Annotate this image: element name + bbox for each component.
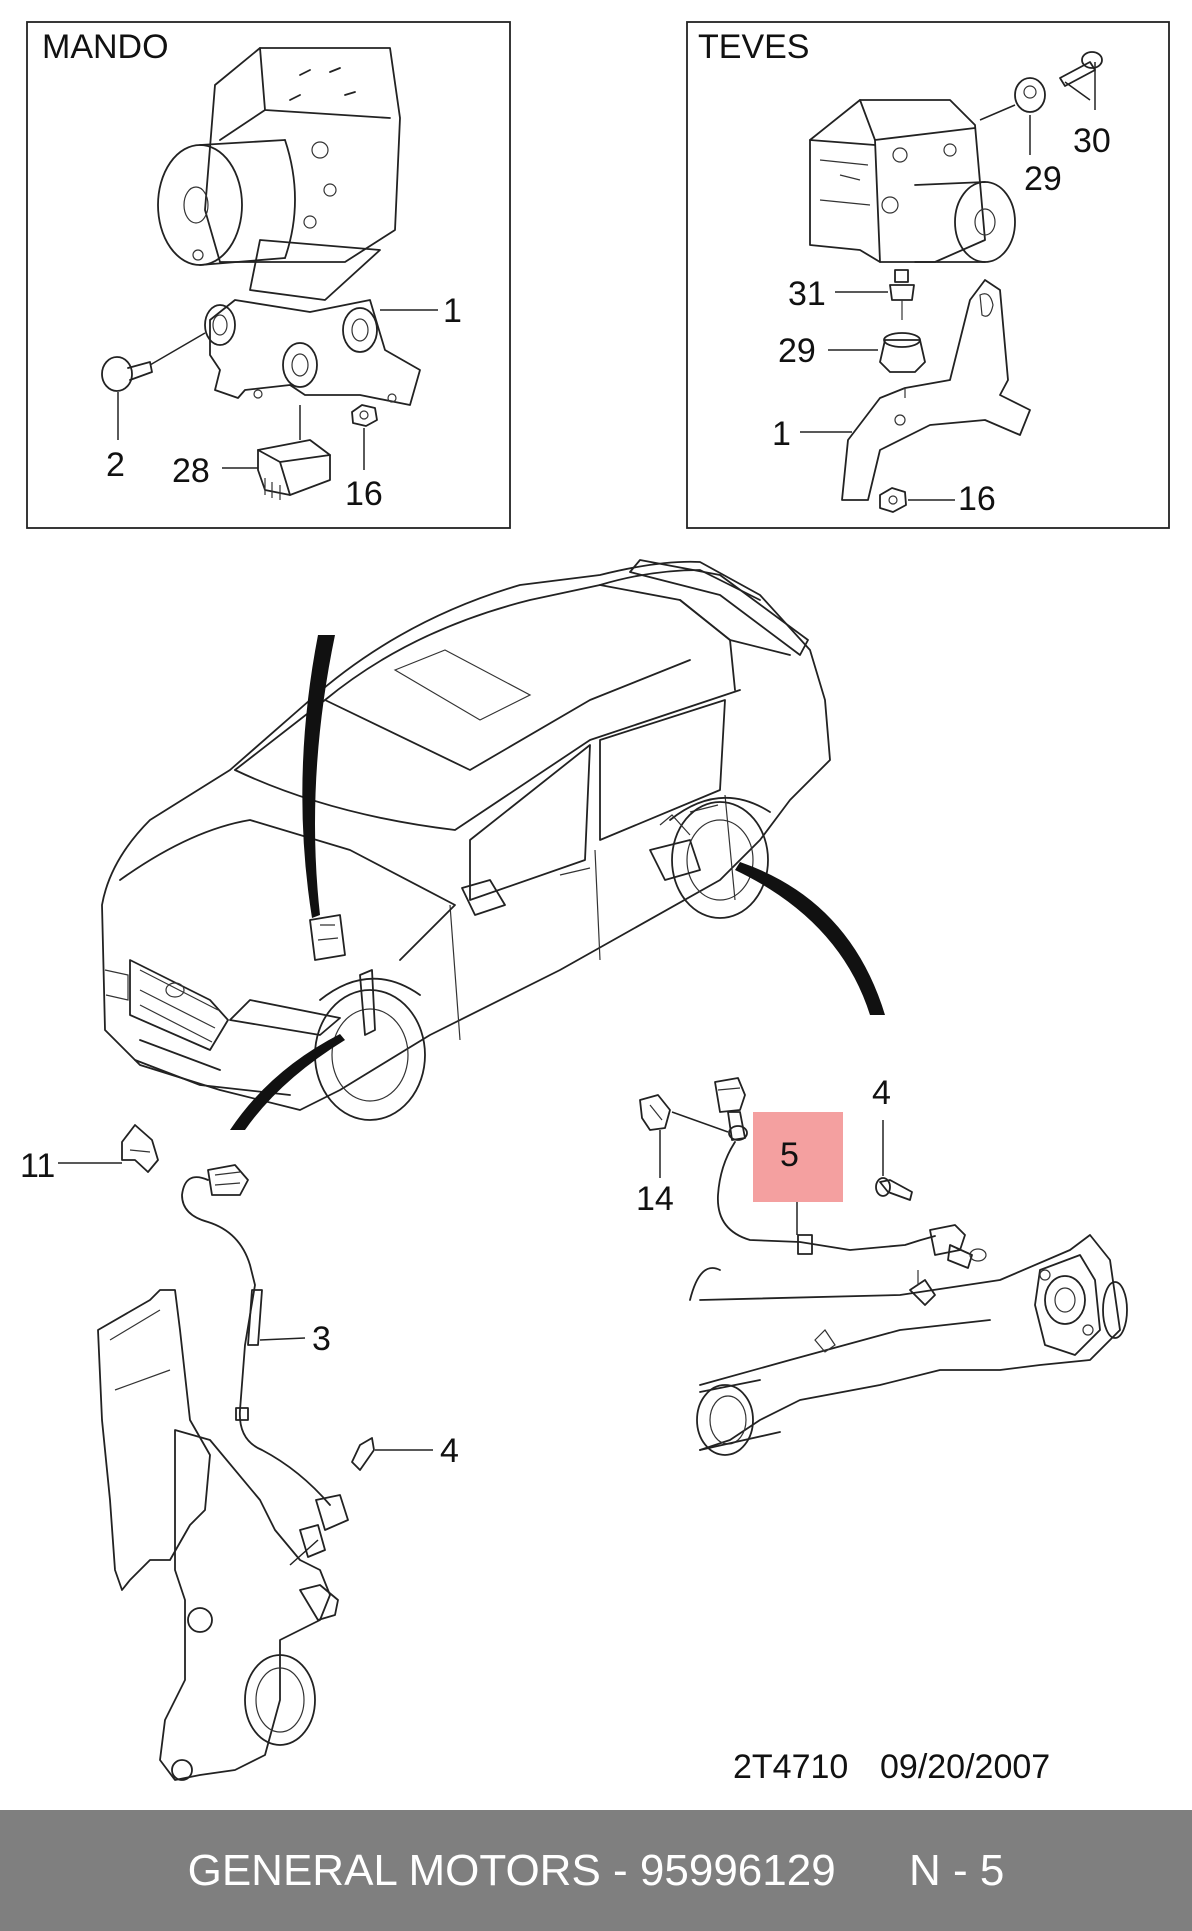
mando-abs-modulator xyxy=(157,47,401,301)
mando-panel: MANDO xyxy=(26,21,511,529)
front-callout-3: 3 xyxy=(312,1320,331,1358)
front-callout-4: 4 xyxy=(440,1432,459,1470)
mando-callout-28: 28 xyxy=(172,452,210,490)
rear-sensor-assembly: 5 4 xyxy=(636,1074,1128,1456)
teves-callout-29-lower: 29 xyxy=(778,332,816,370)
teves-callout-1: 1 xyxy=(772,415,791,453)
teves-panel: TEVES xyxy=(686,21,1170,529)
footer-gap xyxy=(836,1846,909,1896)
rear-callout-4: 4 xyxy=(872,1074,891,1112)
drawing-code: 2T4710 xyxy=(733,1748,848,1786)
rear-callout-14: 14 xyxy=(636,1180,674,1218)
teves-grommet-upper xyxy=(979,77,1046,155)
rear-callout-5: 5 xyxy=(780,1136,799,1174)
mando-bracket xyxy=(204,299,421,406)
front-callout-11: 11 xyxy=(20,1147,55,1185)
teves-title: TEVES xyxy=(698,28,809,66)
car-illustration xyxy=(101,559,885,1130)
footer-part-number: 95996129 xyxy=(639,1845,836,1895)
footer-bar: GENERAL MOTORS - 95996129 N - 5 xyxy=(0,1810,1192,1931)
mando-callout-16: 16 xyxy=(345,475,383,513)
teves-nut xyxy=(879,487,955,513)
mando-callout-2: 2 xyxy=(106,446,125,484)
footer-suffix: N - 5 xyxy=(909,1845,1005,1895)
parts-diagram: MANDO xyxy=(20,21,1170,1786)
teves-bolt xyxy=(1059,51,1103,110)
teves-callout-29-upper: 29 xyxy=(1024,160,1062,198)
teves-callout-31: 31 xyxy=(788,275,826,313)
mando-bolt xyxy=(101,332,206,440)
footer-brand: GENERAL MOTORS xyxy=(187,1845,601,1895)
mando-nut xyxy=(351,404,378,470)
mando-callout-1: 1 xyxy=(443,292,462,330)
teves-spacer xyxy=(835,269,915,320)
teves-abs-modulator xyxy=(809,99,1016,263)
teves-callout-16: 16 xyxy=(958,480,996,518)
teves-callout-30: 30 xyxy=(1073,122,1111,160)
front-sensor-assembly: 11 3 4 xyxy=(20,1124,459,1781)
teves-bracket xyxy=(800,279,1031,501)
drawing-date: 09/20/2007 xyxy=(880,1748,1050,1786)
highlight-box-5 xyxy=(753,1112,843,1202)
mando-relay xyxy=(222,405,331,500)
teves-grommet-lower xyxy=(828,332,926,373)
footer-separator: - xyxy=(600,1845,640,1895)
mando-title: MANDO xyxy=(42,28,169,66)
